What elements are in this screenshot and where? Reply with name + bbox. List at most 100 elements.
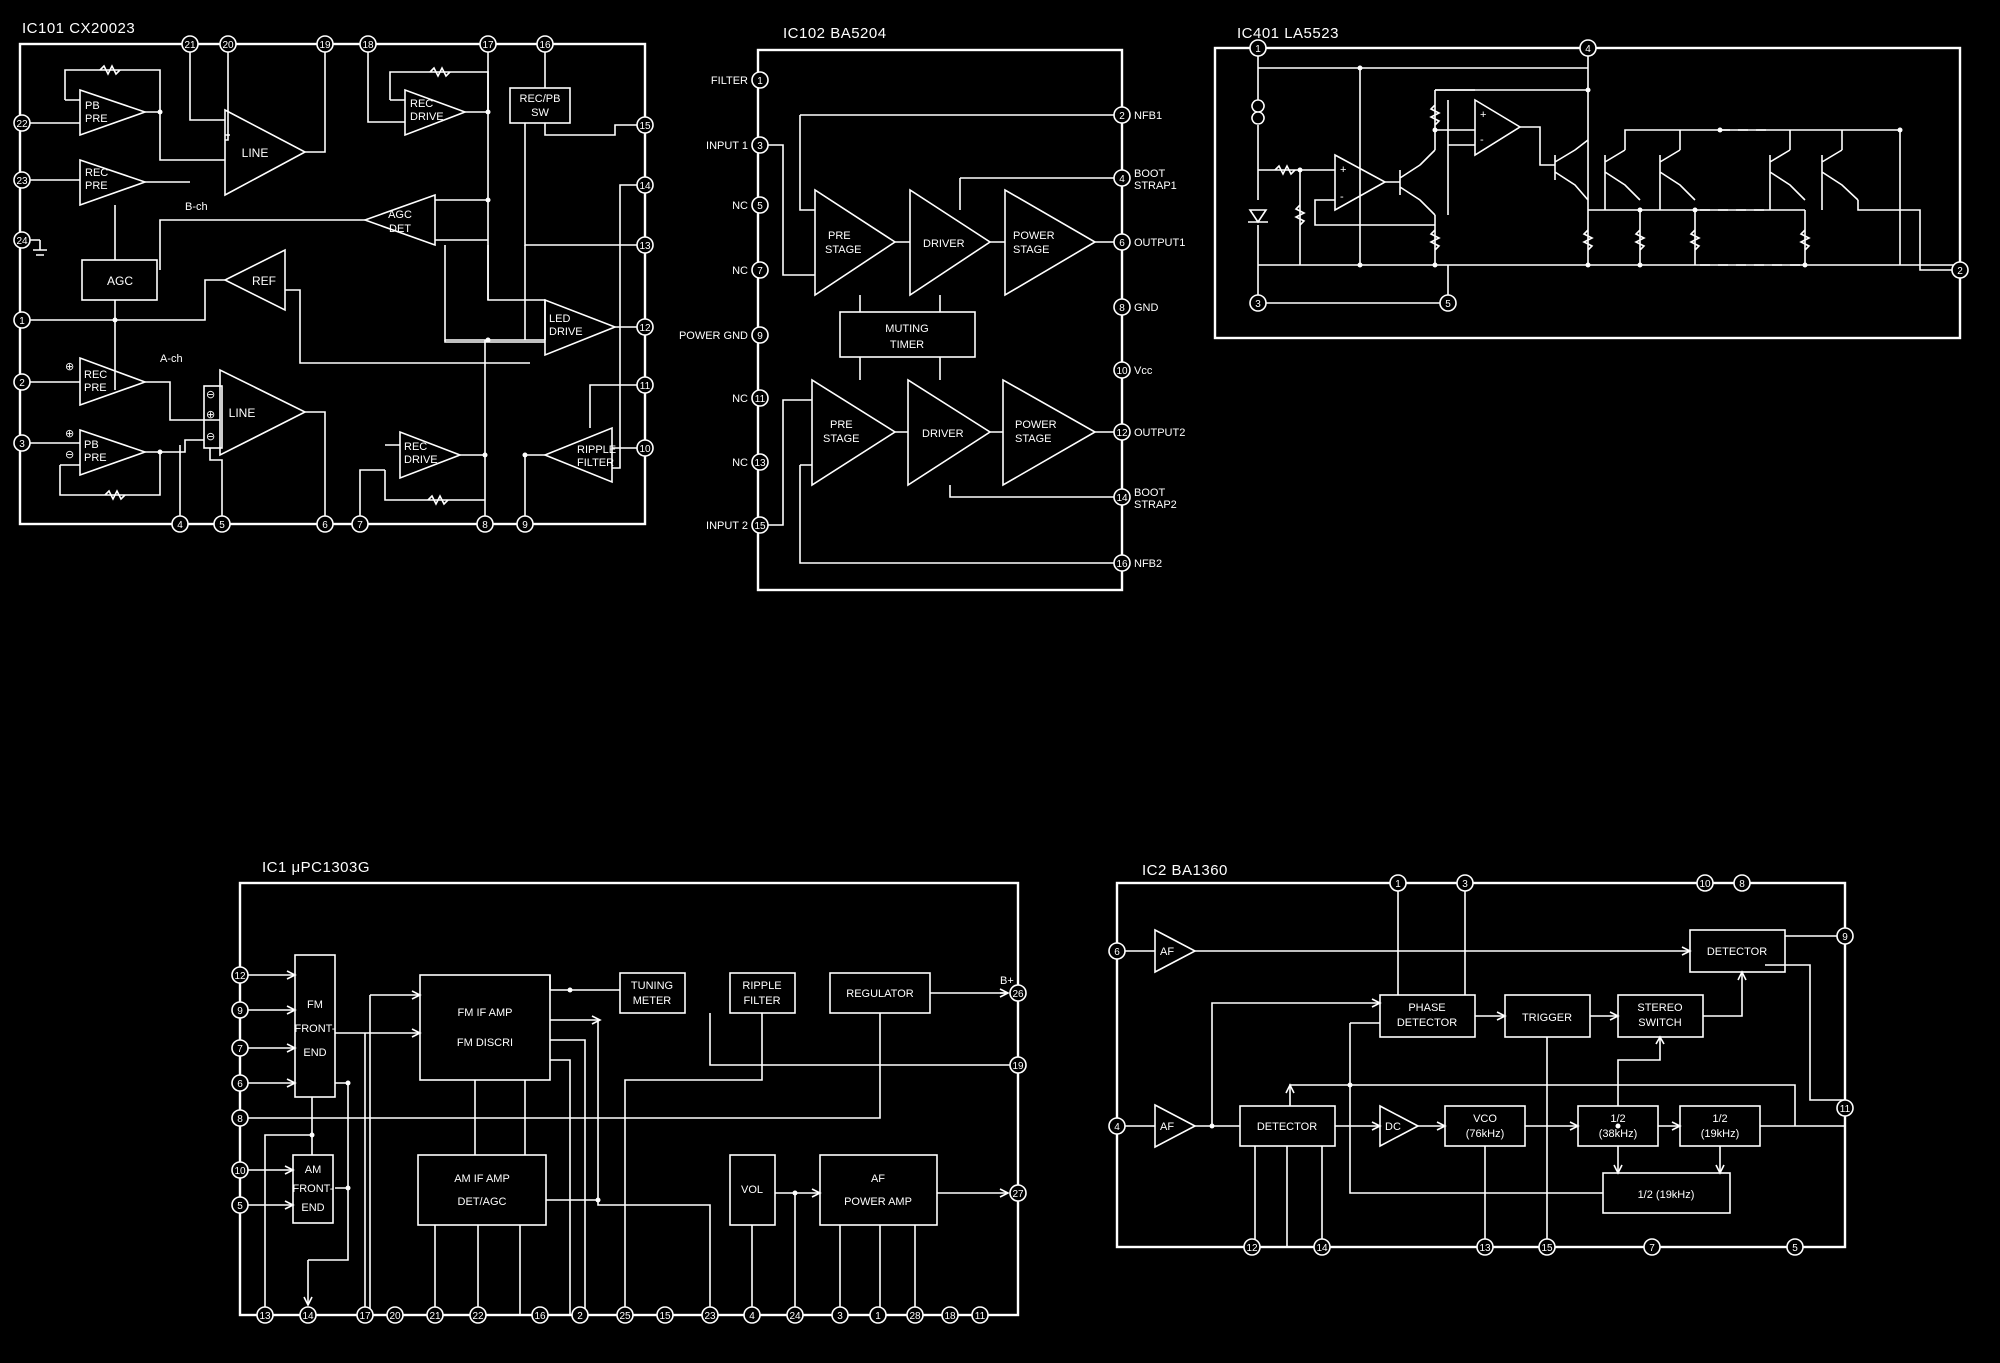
ic102-pin-14: 14 <box>1113 488 1131 506</box>
svg-text:⊕: ⊕ <box>206 409 215 421</box>
svg-text:REC: REC <box>85 167 108 179</box>
svg-text:-: - <box>1340 191 1344 203</box>
svg-text:11: 11 <box>755 394 766 405</box>
svg-text:NC: NC <box>732 457 748 469</box>
svg-text:END: END <box>303 1047 326 1059</box>
ic1-pin-2: 2 <box>571 1306 589 1324</box>
svg-text:5: 5 <box>757 201 763 212</box>
ic101-pin-10: 10 <box>636 439 654 457</box>
svg-text:⊖: ⊖ <box>206 389 215 401</box>
svg-text:VCO: VCO <box>1473 1113 1497 1125</box>
svg-text:15: 15 <box>639 121 651 132</box>
ic1-pin-17: 17 <box>356 1306 374 1324</box>
svg-text:2: 2 <box>577 1311 583 1322</box>
svg-text:3: 3 <box>1462 879 1468 890</box>
ic101-pin-22: 22 <box>13 114 31 132</box>
ic2-pin-15: 15 <box>1538 1238 1556 1256</box>
ic401-pin-2: 2 <box>1951 261 1969 279</box>
ic1-diagram: IC1 μPC1303G FM FRONT- END AM FRONT- END… <box>231 859 1027 1324</box>
svg-text:AM: AM <box>305 1164 322 1176</box>
ic2-af-top: AF <box>1154 928 1197 974</box>
ic102-muting-timer: MUTING TIMER <box>839 311 976 358</box>
ic101-pin-1: 1 <box>13 311 31 329</box>
svg-text:(19kHz): (19kHz) <box>1701 1128 1740 1140</box>
svg-text:FM DISCRI: FM DISCRI <box>457 1037 513 1049</box>
svg-text:DETECTOR: DETECTOR <box>1707 946 1767 958</box>
ic2-pin-1: 1 <box>1389 874 1407 892</box>
ic102-power-stage-1: POWER STAGE <box>1004 188 1097 297</box>
ic2-pin-7: 7 <box>1643 1238 1661 1256</box>
svg-text:DET: DET <box>389 223 411 235</box>
ic2-pin-4: 4 <box>1108 1117 1126 1135</box>
svg-text:1: 1 <box>757 76 763 87</box>
ic401-current-source <box>1251 99 1265 125</box>
ic1-pin-25: 25 <box>616 1306 634 1324</box>
svg-text:2: 2 <box>1119 111 1125 122</box>
ic102-pin-4: 4 <box>1113 169 1131 187</box>
ic2-phase-detector: PHASE DETECTOR <box>1379 994 1476 1038</box>
ic1-pin-14: 14 <box>299 1306 317 1324</box>
svg-text:LED: LED <box>549 313 570 325</box>
ic2-vco: VCO (76kHz) <box>1444 1105 1526 1147</box>
ic401-pin-4: 4 <box>1579 39 1597 57</box>
svg-text:4: 4 <box>1119 174 1125 185</box>
svg-text:16: 16 <box>1116 559 1128 570</box>
svg-text:24: 24 <box>16 236 28 247</box>
ic1-ripple-filter: RIPPLE FILTER <box>729 972 796 1014</box>
svg-text:4: 4 <box>1114 1122 1120 1133</box>
svg-text:20: 20 <box>389 1311 401 1322</box>
svg-text:5: 5 <box>1792 1243 1798 1254</box>
ic1-am-if-amp: AM IF AMP DET/AGC <box>417 1154 547 1226</box>
svg-text:6: 6 <box>322 520 328 531</box>
svg-text:7: 7 <box>757 266 763 277</box>
svg-text:NFB2: NFB2 <box>1134 558 1162 570</box>
svg-text:AF: AF <box>1160 946 1174 958</box>
svg-text:23: 23 <box>16 176 28 187</box>
svg-text:SW: SW <box>531 107 549 119</box>
svg-text:STAGE: STAGE <box>1015 433 1051 445</box>
ic1-tuning-meter: TUNING METER <box>619 972 686 1014</box>
svg-text:11: 11 <box>640 381 651 392</box>
svg-text:PB: PB <box>84 439 99 451</box>
ic1-pin-1: 1 <box>869 1306 887 1324</box>
svg-text:STAGE: STAGE <box>1013 244 1049 256</box>
svg-text:17: 17 <box>482 40 494 51</box>
ic101-pb-pre-a: PB PRE <box>79 428 148 477</box>
svg-text:15: 15 <box>1541 1243 1553 1254</box>
svg-text:GND: GND <box>1134 302 1159 314</box>
ic101-rec-drive-b: REC DRIVE <box>404 88 468 137</box>
svg-text:7: 7 <box>237 1044 243 1055</box>
ic101-pin-3: 3 <box>13 434 31 452</box>
ic102-pin-16: 16 <box>1113 554 1131 572</box>
svg-text:FILTER: FILTER <box>711 75 748 87</box>
ic101-led-drive: LED DRIVE <box>544 298 618 357</box>
svg-text:STAGE: STAGE <box>823 433 859 445</box>
svg-text:REC/PB: REC/PB <box>520 93 561 105</box>
svg-text:DRIVE: DRIVE <box>410 111 444 123</box>
svg-text:3: 3 <box>757 141 763 152</box>
ic102-pin-15: 15 <box>751 516 769 534</box>
ic102-pin-3: 3 <box>751 136 769 154</box>
ic2-pin-3: 3 <box>1456 874 1474 892</box>
svg-text:28: 28 <box>909 1311 921 1322</box>
ic102-pre-stage-1: PRE STAGE <box>814 188 897 297</box>
svg-text:10: 10 <box>1116 366 1128 377</box>
svg-text:13: 13 <box>754 458 766 469</box>
ic102-driver-1: DRIVER <box>909 188 992 297</box>
ic1-pin-10: 10 <box>231 1161 249 1179</box>
svg-text:3: 3 <box>837 1311 843 1322</box>
ic101-pin-15: 15 <box>636 116 654 134</box>
svg-text:TIMER: TIMER <box>890 339 924 351</box>
svg-text:STAGE: STAGE <box>825 244 861 256</box>
ic101-pin-6: 6 <box>316 515 334 533</box>
svg-text:BOOT: BOOT <box>1134 487 1165 499</box>
svg-text:INPUT 2: INPUT 2 <box>706 520 748 532</box>
svg-text:10: 10 <box>234 1166 246 1177</box>
ic401-title: IC401 LA5523 <box>1237 25 1339 42</box>
ic2-pin-10: 10 <box>1696 874 1714 892</box>
svg-text:13: 13 <box>1479 1243 1491 1254</box>
ic101-rec-pre-a: REC PRE <box>79 356 148 407</box>
ic101-rec-drive-a: REC DRIVE <box>399 430 463 480</box>
ic1-af-power-amp: AF POWER AMP <box>819 1154 938 1226</box>
svg-text:5: 5 <box>237 1201 243 1212</box>
